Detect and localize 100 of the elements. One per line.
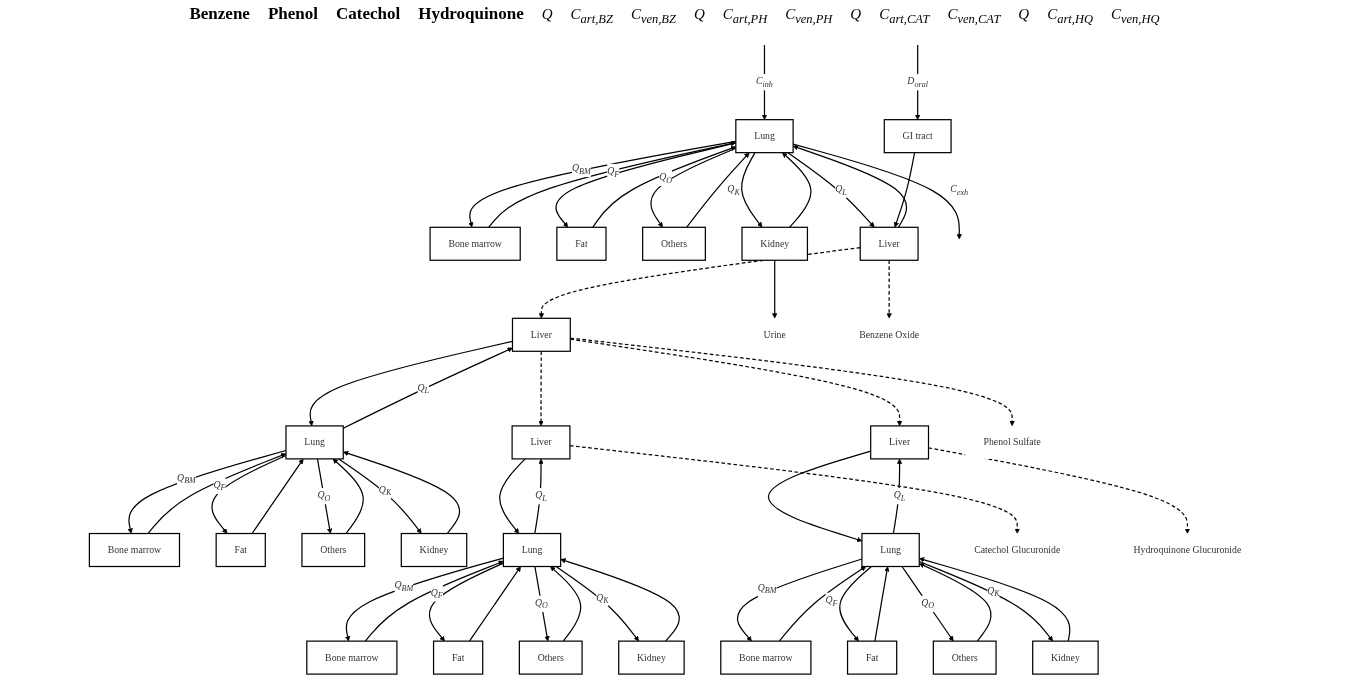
arrow xyxy=(550,566,582,642)
node-box: Liver xyxy=(511,425,571,460)
node-box: Bone marrow xyxy=(88,532,181,568)
edge-label: Q$_{K}$ xyxy=(596,591,609,605)
node-box: Others xyxy=(932,640,997,675)
edge-label: Q$_{L}$ xyxy=(417,382,430,396)
node-box: Bone marrow xyxy=(720,640,812,675)
arrow xyxy=(893,152,916,228)
arrow xyxy=(874,566,890,642)
node-box: Liver xyxy=(511,317,571,352)
variable-label: Q xyxy=(541,6,553,23)
arrow xyxy=(686,152,750,228)
variable-label: C$_{art,BZ}$ xyxy=(570,6,613,27)
edge-label: Q$_{O}$ xyxy=(534,597,548,611)
variable-label: Q xyxy=(693,6,705,23)
node-box: Fat xyxy=(432,640,484,675)
arrow xyxy=(344,557,504,642)
column-heading: Phenol xyxy=(267,4,318,24)
edge-label: Q$_{BM}$ xyxy=(177,472,196,485)
edge-label: Q$_{F}$ xyxy=(430,586,443,600)
column-heading: Catechol xyxy=(335,4,401,24)
node-text: Urine xyxy=(763,329,786,340)
node-box: Others xyxy=(518,640,583,675)
node-box: Others xyxy=(642,226,706,261)
edge-label: Q$_{BM}$ xyxy=(394,579,414,593)
node-box: Bone marrow xyxy=(429,226,521,261)
arrow xyxy=(919,563,992,642)
node-box: Kidney xyxy=(400,532,468,568)
node-box: Kidney xyxy=(618,640,685,675)
arrow xyxy=(782,152,812,228)
arrow xyxy=(839,565,873,642)
arrow xyxy=(468,566,521,642)
dashed-arrow xyxy=(569,445,1020,534)
edge-label: Q$_{BM}$ xyxy=(571,162,591,176)
variable-label: C$_{ven,CAT}$ xyxy=(947,6,1001,27)
arrow xyxy=(560,558,680,642)
variable-label: C$_{art,PH}$ xyxy=(722,6,768,27)
node-box: Liver xyxy=(859,226,919,261)
node-box: Fat xyxy=(215,532,266,568)
edge-label: Q$_{BM}$ xyxy=(757,582,777,596)
arrow xyxy=(741,152,763,228)
edge-label: Q$_{K}$ xyxy=(727,183,740,197)
arrow xyxy=(761,44,768,120)
edge-label: Q$_{L}$ xyxy=(835,183,847,197)
arrow xyxy=(534,565,550,642)
edge-label: D$_{oral}$ xyxy=(907,75,928,89)
edge-label: Q$_{O}$ xyxy=(659,171,673,185)
variable-label: C$_{ven,PH}$ xyxy=(785,6,833,27)
arrow xyxy=(251,458,304,535)
edge-label: Q$_{L}$ xyxy=(893,489,906,503)
arrow xyxy=(499,458,526,534)
arrow xyxy=(534,458,544,535)
node-text: Hydroquinone Glucuronide xyxy=(1133,544,1242,555)
edge-label: Q$_{F}$ xyxy=(825,594,838,608)
node-box: Kidney xyxy=(741,226,809,261)
edge-label: Q$_{K}$ xyxy=(378,484,392,498)
edge-label: Q$_{F}$ xyxy=(607,165,620,179)
arrow xyxy=(778,566,867,642)
node-box: Fat xyxy=(556,226,607,261)
edge-label: Q$_{O}$ xyxy=(317,489,331,503)
edge-label: Q$_{K}$ xyxy=(987,584,1000,598)
edge-label: Q$_{O}$ xyxy=(921,597,935,611)
node-box: Liver xyxy=(870,425,930,460)
arrow xyxy=(892,458,903,535)
arrow xyxy=(915,44,921,120)
edge-label: Q$_{L}$ xyxy=(535,489,547,503)
variable-label: C$_{ven,BZ}$ xyxy=(630,6,676,27)
arrow xyxy=(342,347,513,429)
node-box: Lung xyxy=(502,532,562,568)
node-box: Fat xyxy=(846,640,898,675)
arrow xyxy=(428,562,504,642)
column-heading: Benzene xyxy=(189,4,250,24)
variable-label: C$_{art,HQ}$ xyxy=(1047,6,1093,27)
node-box: Kidney xyxy=(1032,640,1099,675)
variable-label: C$_{ven,HQ}$ xyxy=(1111,6,1160,27)
node-text: Catechol Glucuronide xyxy=(974,544,1061,555)
edge-label: C$_{exh}$ xyxy=(950,183,969,197)
edge-label: Q$_{F}$ xyxy=(213,479,226,493)
node-box: Bone marrow xyxy=(306,640,398,675)
arrow xyxy=(343,450,461,535)
variable-label: Q xyxy=(850,6,862,23)
arrow xyxy=(555,565,640,642)
node-box: GI tract xyxy=(883,119,952,154)
column-heading: Hydroquinone xyxy=(418,4,524,24)
arrow xyxy=(901,565,954,642)
variable-label: C$_{art,CAT}$ xyxy=(879,6,930,27)
arrow xyxy=(787,152,875,228)
edge-label: C$_{inh}$ xyxy=(756,75,773,89)
node-box: Lung xyxy=(735,119,794,154)
arrow xyxy=(772,259,778,319)
node-box: Others xyxy=(301,532,366,568)
dashed-arrow xyxy=(886,259,892,319)
node-box: Lung xyxy=(861,532,920,568)
arrow xyxy=(338,458,422,534)
dashed-arrow xyxy=(538,350,544,427)
node-box: Lung xyxy=(285,425,344,460)
node-text: Benzene Oxide xyxy=(859,329,920,340)
variable-label: Q xyxy=(1018,6,1030,23)
arrow xyxy=(332,458,364,535)
dashed-arrow xyxy=(538,246,861,319)
